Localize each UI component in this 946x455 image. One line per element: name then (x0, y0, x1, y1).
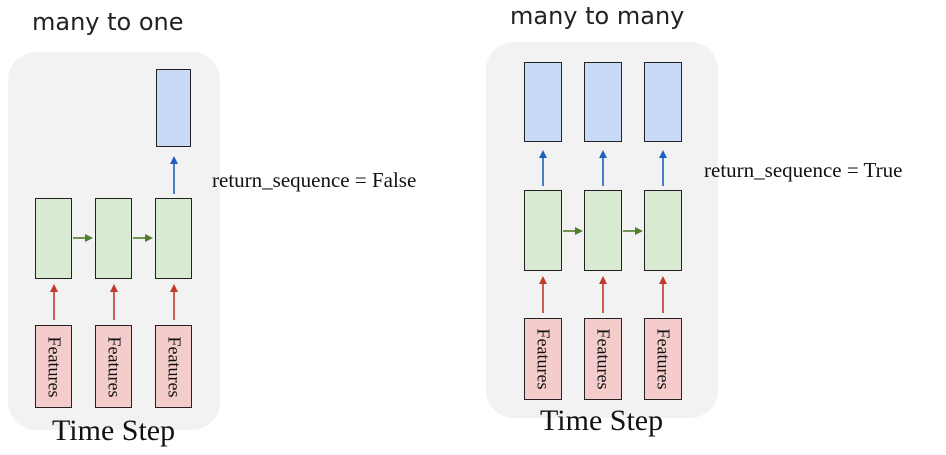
right-hidden-cell-1 (524, 190, 562, 271)
left-hidden-cell-3 (155, 198, 192, 279)
left-hidden-cell-2 (95, 198, 132, 279)
right-output-cell-1 (524, 62, 562, 142)
right-output-cell-3 (644, 62, 682, 142)
right-hidden-cell-3 (644, 190, 682, 271)
left-output-cell (156, 69, 191, 147)
right-hidden-cell-2 (584, 190, 622, 271)
right-title: many to many (510, 2, 685, 30)
right-features-cell-2: Features (584, 318, 622, 400)
left-features-cell-3: Features (155, 325, 192, 408)
right-annotation: return_sequence = True (704, 158, 903, 182)
right-features-cell-1: Features (524, 318, 562, 400)
left-title: many to one (32, 8, 184, 36)
left-hidden-cell-1 (35, 198, 72, 279)
right-features-cell-3: Features (644, 318, 682, 400)
right-output-cell-2 (584, 62, 622, 142)
left-annotation: return_sequence = False (212, 168, 417, 192)
left-caption: Time Step (52, 414, 176, 447)
right-caption: Time Step (540, 404, 664, 437)
left-features-cell-1: Features (35, 325, 72, 408)
left-features-cell-2: Features (95, 325, 132, 408)
